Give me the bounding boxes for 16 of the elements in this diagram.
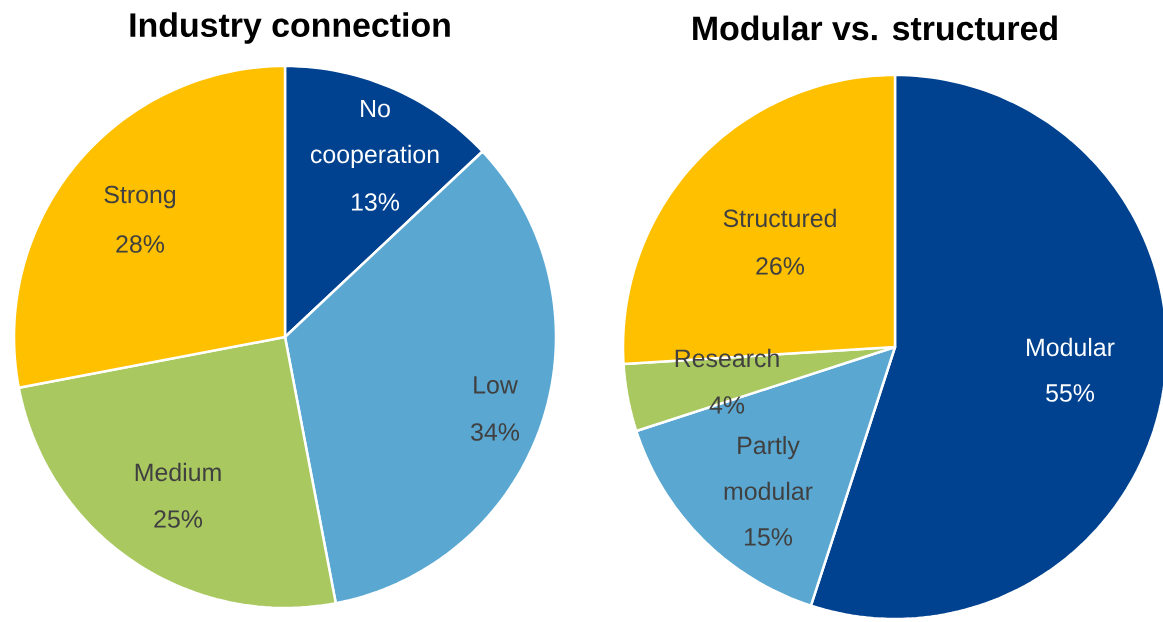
data-label: Modular [1027, 337, 1115, 357]
data-label: 55% [1046, 384, 1095, 402]
data-label: 28% [116, 235, 165, 253]
data-label: 15% [744, 528, 793, 546]
data-label: 26% [756, 257, 805, 275]
data-label: Medium [135, 462, 221, 482]
data-label: 13% [351, 193, 400, 211]
chart-title: Industry connection [130, 12, 450, 44]
data-label: 25% [154, 510, 203, 528]
data-label: 34% [471, 423, 520, 441]
data-label: Strong [104, 185, 176, 209]
data-label: Low [474, 376, 518, 394]
data-label: No cooperation [311, 99, 439, 169]
data-label: Partly modular [724, 435, 813, 501]
chart-title: Modular vs. structured [693, 15, 1057, 41]
data-label: Structured [723, 208, 836, 228]
